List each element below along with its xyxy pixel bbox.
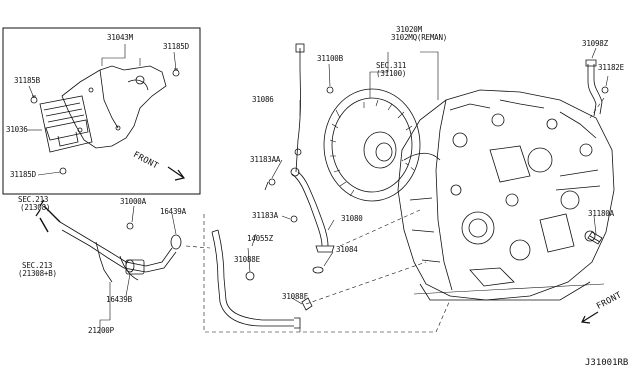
clip-31000a — [126, 222, 134, 230]
diagram-code: J31001RB — [585, 358, 629, 368]
label-31080: 31080 — [341, 214, 363, 223]
bolt-31183aa — [268, 178, 276, 186]
hose-assembly-21200p — [35, 199, 177, 283]
label-31183aa: 31183AA — [250, 155, 281, 164]
dashed-connections — [185, 97, 605, 333]
label-31185d-top: 31185D — [163, 42, 189, 51]
label-31036: 31036 — [6, 125, 28, 134]
tcm-module-31036 — [39, 95, 93, 153]
label-31100: (31100) — [376, 69, 407, 78]
label-31183a: 31183A — [252, 211, 278, 220]
label-3102mq: 3102MQ(REMAN) — [391, 33, 448, 42]
front-arrow-inset — [167, 166, 186, 181]
label-31020m: 31020M — [396, 25, 422, 34]
clamp-16439a — [170, 234, 182, 250]
clip-31088f — [301, 297, 313, 311]
transmission-case — [397, 89, 615, 301]
clamp-31182e — [601, 86, 609, 94]
label-14055z: 14055Z — [247, 234, 273, 243]
hose-31098z — [585, 59, 603, 117]
label-31098z: 31098Z — [582, 39, 608, 48]
label-31043m: 31043M — [107, 33, 133, 42]
dipstick-31086 — [294, 43, 305, 173]
leader-lines — [99, 47, 609, 334]
label-16439b: 16439B — [106, 295, 132, 304]
label-21200p: 21200P — [88, 326, 114, 335]
label-21308: (21308) — [20, 203, 51, 212]
label-31180a: 31180A — [588, 209, 614, 218]
label-31182e: 31182E — [598, 63, 624, 72]
bolt-31100b — [326, 86, 334, 94]
torque-converter — [323, 88, 421, 202]
label-sec213-top: SEC.213 — [18, 195, 49, 204]
inset-leaders — [27, 44, 177, 176]
bracket-31043m — [61, 65, 167, 149]
label-sec213-bottom: SEC.213 — [22, 261, 53, 270]
label-31084: 31084 — [336, 245, 358, 254]
clamp-16439b — [125, 259, 135, 273]
label-31100b: 31100B — [317, 54, 343, 63]
inset-frame — [2, 27, 201, 195]
hose-14055z — [211, 229, 301, 329]
charging-pipe-31080 — [290, 167, 335, 253]
label-31088e: 31088E — [234, 255, 260, 264]
clamp-31088e — [245, 271, 255, 281]
bolt-31180a — [587, 231, 603, 245]
label-31185d-bottom: 31185D — [10, 170, 36, 179]
bolt-31183aa-shank — [264, 181, 269, 191]
front-arrow-main — [581, 311, 599, 324]
o-ring-31084 — [312, 266, 324, 274]
label-31185b: 31185B — [14, 76, 40, 85]
label-sec311: SEC.311 — [376, 61, 407, 70]
label-16439a: 16439A — [160, 207, 186, 216]
bolt-31183a — [290, 215, 298, 223]
label-21308b: (21308+B) — [18, 269, 57, 278]
inset-bolts — [30, 68, 180, 175]
label-31088f: 31088F — [282, 292, 308, 301]
label-31000a: 31000A — [120, 197, 146, 206]
label-31086: 31086 — [252, 95, 274, 104]
